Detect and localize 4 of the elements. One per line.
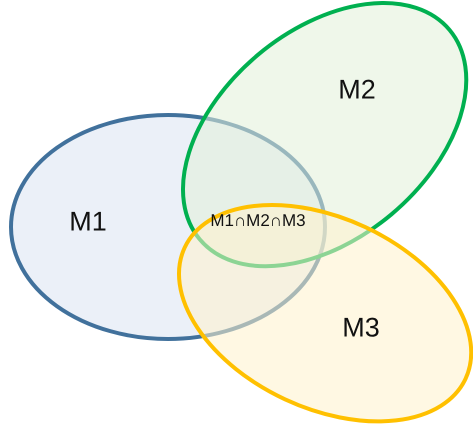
set-label: M1	[69, 206, 107, 238]
set-label: M2	[338, 74, 376, 106]
set-label: M3	[342, 312, 380, 344]
intersection-label: M1∩M2∩M3	[210, 211, 306, 231]
